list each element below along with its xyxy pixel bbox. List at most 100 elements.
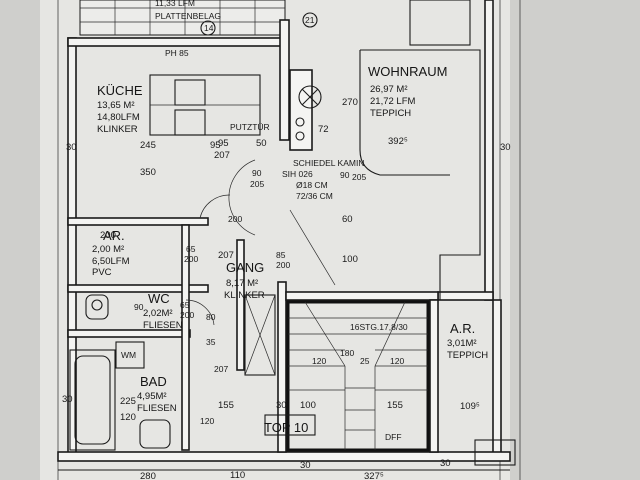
- kueche-area: 13,65 M²: [97, 100, 135, 111]
- ar-right-floor: TEPPICH: [447, 350, 488, 361]
- dim-200b: 200: [184, 254, 198, 264]
- marker-circle-14: [200, 20, 216, 36]
- marker-14-text: 14: [204, 23, 214, 33]
- ar-right-name: A.R.: [450, 321, 475, 336]
- bad-floor: FLIESEN: [137, 403, 177, 414]
- kamin-type-label: SIH 026: [282, 169, 313, 179]
- kueche-perimeter: 14,80LFM: [97, 112, 140, 123]
- door-arc-gang: [228, 159, 256, 236]
- kueche-name: KÜCHE: [97, 83, 143, 98]
- dim-155b: 155: [387, 400, 403, 411]
- kamin-diameter-label: Ø18 CM: [296, 180, 328, 190]
- dim-200a: 200: [228, 214, 242, 224]
- chimney: [289, 69, 322, 151]
- dim-95: 95: [218, 138, 229, 149]
- dim-90a: 90: [252, 168, 262, 178]
- wohnraum-inner: [359, 50, 450, 176]
- dim-30-right: 30: [500, 142, 511, 153]
- dim-327: 327⁵: [364, 471, 384, 480]
- dim-90c: 90: [134, 302, 144, 312]
- wohnraum-perimeter: 21,72 LFM: [370, 96, 415, 107]
- kitchen-counter: [149, 74, 261, 136]
- dim-65a: 65: [186, 244, 196, 254]
- wm-label: WM: [121, 350, 136, 360]
- door-arc-wc: [185, 299, 215, 326]
- dim-35: 35: [206, 337, 216, 347]
- diagonal-gang: [289, 209, 336, 286]
- ar-right-area: 3,01M²: [447, 338, 477, 349]
- door-arc-ar: [199, 194, 231, 219]
- window-box: [409, 0, 471, 46]
- plattenbelag-label: PLATTENBELAG: [155, 11, 221, 21]
- dim-270: 270: [342, 97, 358, 108]
- wc-name: WC: [148, 291, 170, 306]
- dim-65b: 65: [180, 300, 190, 310]
- marker-21-text: 21: [305, 15, 315, 25]
- dim-207a: 207: [214, 150, 230, 161]
- dim-225: 225: [120, 396, 136, 407]
- ar-left-perimeter: 6,50LFM: [92, 256, 130, 267]
- ph-label: PH 85: [165, 48, 189, 58]
- dim-25: 25: [360, 356, 370, 366]
- dff-label: DFF: [385, 432, 402, 442]
- kueche-floor: KLINKER: [97, 124, 138, 135]
- dim-60: 60: [342, 214, 353, 225]
- gang-cross: [244, 294, 276, 376]
- dim-120c: 120: [390, 356, 404, 366]
- putztuer-label: PUTZTÜR: [230, 122, 270, 132]
- bathtub: [69, 349, 116, 451]
- toilet: [85, 294, 109, 320]
- gang-name: GANG: [226, 260, 264, 275]
- wc-floor: FLIESEN: [143, 320, 183, 331]
- kamin-size-label: 72/36 CM: [296, 191, 333, 201]
- dim-120d: 120: [120, 412, 136, 423]
- dim-110: 110: [230, 470, 245, 480]
- dim-207c: 207: [214, 364, 228, 374]
- marker-circle-21: [302, 12, 318, 28]
- dim-50: 50: [256, 138, 267, 149]
- dim-200e: 200: [100, 230, 116, 241]
- dim-85: 85: [276, 250, 286, 260]
- dim-80: 80: [206, 312, 216, 322]
- dim-200d: 200: [180, 310, 194, 320]
- kamin-label: SCHIEDEL KAMIN: [293, 158, 364, 168]
- dim-392: 392⁵: [388, 136, 408, 147]
- dim-100b: 100: [300, 400, 316, 411]
- dim-120b: 120: [312, 356, 326, 366]
- dim-245: 245: [140, 140, 156, 151]
- ar-left-area: 2,00 M²: [92, 244, 124, 255]
- dim-155a: 155: [218, 400, 234, 411]
- washing-machine-box: [115, 341, 145, 369]
- interior-walls: [67, 217, 439, 453]
- dim-30d: 30: [440, 458, 451, 469]
- bottom-section: [58, 414, 516, 471]
- dim-120a: 120: [200, 416, 214, 426]
- bad-name: BAD: [140, 374, 167, 389]
- dim-30b: 30: [276, 400, 287, 411]
- wohnraum-name: WOHNRAUM: [368, 64, 447, 79]
- wc-area: 2,02M²: [143, 308, 173, 319]
- staircase: [286, 300, 430, 452]
- dim-30-left: 30: [66, 142, 77, 153]
- bad-area: 4,95M²: [137, 391, 167, 402]
- dim-30e: 30: [300, 460, 311, 471]
- dim-72: 72: [318, 124, 329, 135]
- wohnraum-area: 26,97 M²: [370, 84, 408, 95]
- sink: [139, 419, 171, 449]
- dim-100: 100: [342, 254, 358, 265]
- stairs-label: 16STG.17,8/30: [350, 322, 408, 332]
- dim-205b: 205: [352, 172, 366, 182]
- dim-207b: 207: [218, 250, 234, 261]
- dim-109: 109⁵: [460, 401, 480, 412]
- dim-180: 180: [340, 348, 354, 358]
- dim-90b: 90: [340, 170, 350, 180]
- ar-left-name: AR.: [103, 228, 125, 243]
- terrace-area: [79, 0, 286, 36]
- ar-left-floor: PVC: [92, 267, 112, 278]
- gang-floor: KLINKER: [224, 290, 265, 301]
- top-perimeter-label: 11,33 LFM: [155, 0, 195, 8]
- outer-walls: [57, 0, 511, 462]
- wohnraum-floor: TEPPICH: [370, 108, 411, 119]
- dim-205a: 205: [250, 179, 264, 189]
